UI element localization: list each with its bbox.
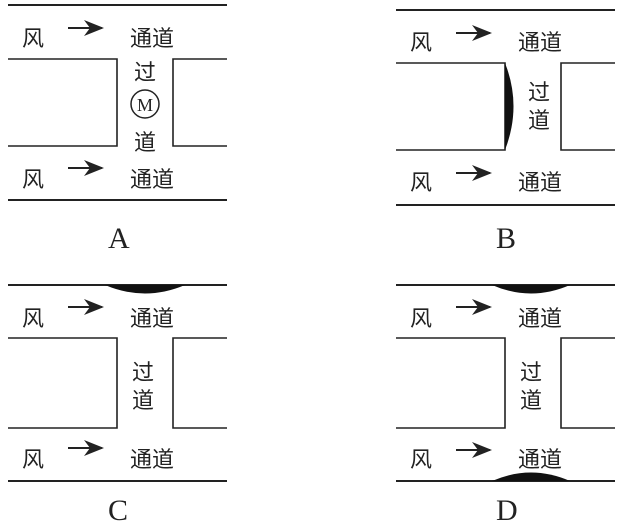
- passage-char-1: 过: [520, 361, 542, 386]
- left-block: [396, 337, 506, 429]
- channel-label-top: 通道: [518, 307, 562, 332]
- left-block: [396, 62, 506, 151]
- wind-label-top: 风: [22, 27, 44, 52]
- motor-icon: [130, 89, 160, 119]
- panel-label: D: [496, 494, 518, 524]
- left-block: [8, 58, 118, 147]
- motor-label: M: [137, 95, 153, 115]
- right-block: [560, 337, 615, 429]
- panel-label: B: [496, 222, 516, 255]
- bulge-shape: [505, 63, 514, 150]
- panel-b: 风 通道 过 道 风 通道 B: [396, 9, 615, 255]
- panel-d: 风 通道 过 道 风 通道 D: [396, 284, 615, 524]
- panel-label: C: [108, 494, 128, 524]
- passage-char-2: 道: [132, 389, 154, 414]
- bulge-shape: [105, 285, 185, 294]
- right-block: [172, 58, 227, 147]
- channel-label-top: 通道: [130, 27, 174, 52]
- channel-label-bottom: 通道: [130, 168, 174, 193]
- panel-label: A: [108, 222, 130, 255]
- right-block: [172, 337, 227, 429]
- passage-char-2: 道: [520, 389, 542, 414]
- passage-char-2: 道: [528, 109, 550, 134]
- bulge-shape-top: [492, 285, 570, 294]
- channel-label-bottom: 通道: [130, 448, 174, 473]
- wind-label-bottom: 风: [22, 168, 44, 193]
- wind-label-bottom: 风: [22, 448, 44, 473]
- channel-label-bottom: 通道: [518, 171, 562, 196]
- panel-a: 风 通道 过 M 道 风 通道 A: [8, 4, 227, 255]
- channel-label-top: 通道: [518, 31, 562, 56]
- wind-label-top: 风: [410, 307, 432, 332]
- passage-char-1: 过: [528, 81, 550, 106]
- bulge-shape-bottom: [492, 472, 570, 481]
- wind-label-top: 风: [410, 31, 432, 56]
- channel-label-bottom: 通道: [518, 448, 562, 473]
- wind-label-top: 风: [22, 307, 44, 332]
- channel-label-top: 通道: [130, 307, 174, 332]
- right-block: [560, 62, 615, 151]
- wind-label-bottom: 风: [410, 448, 432, 473]
- panel-c: 风 通道 过 道 风 通道 C: [8, 284, 227, 524]
- left-block: [8, 337, 118, 429]
- passage-char-1: 过: [134, 61, 156, 86]
- passage-char-2: 道: [134, 131, 156, 156]
- passage-char-1: 过: [132, 361, 154, 386]
- wind-label-bottom: 风: [410, 171, 432, 196]
